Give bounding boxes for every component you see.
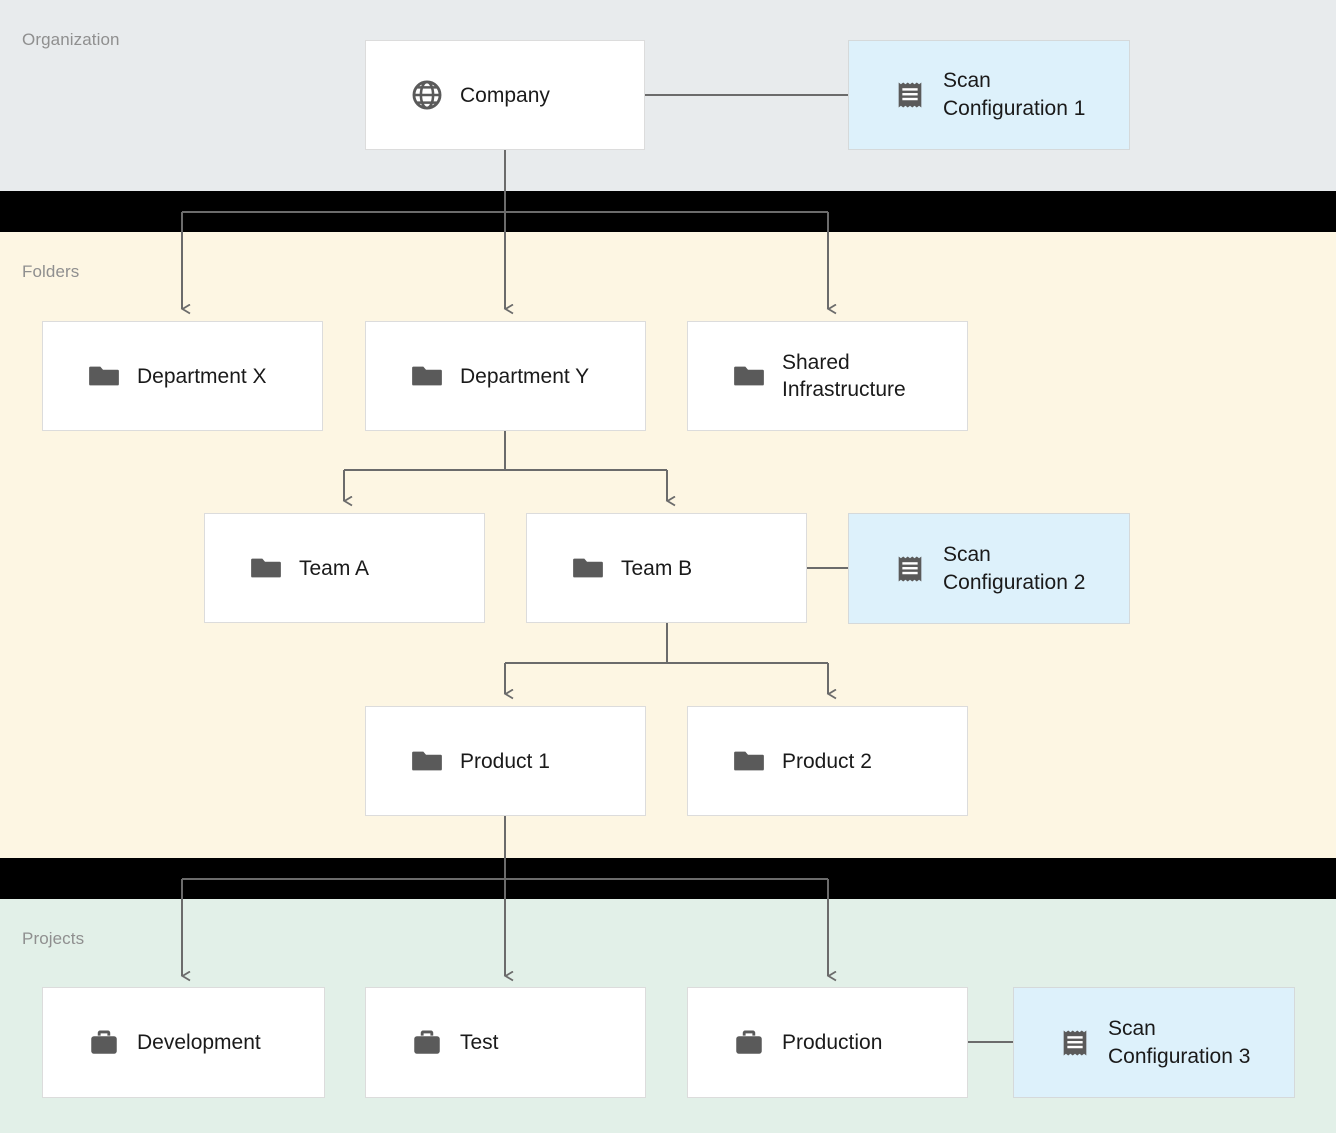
folder-icon <box>734 751 764 771</box>
divider-band-2 <box>0 858 1336 899</box>
node-team-b[interactable]: Team B <box>526 513 807 623</box>
node-department-y[interactable]: Department Y <box>365 321 646 431</box>
node-label: Scan Configuration 3 <box>1108 1016 1251 1068</box>
briefcase-icon <box>736 1030 762 1054</box>
organization-band <box>0 0 1336 191</box>
node-scan-configuration-3[interactable]: Scan Configuration 3 <box>1013 987 1295 1098</box>
node-product-2[interactable]: Product 2 <box>687 706 968 816</box>
divider-band-1 <box>0 191 1336 232</box>
receipt-icon <box>898 556 922 581</box>
node-production[interactable]: Production <box>687 987 968 1098</box>
band-label-projects: Projects <box>22 929 85 948</box>
node-label: Department X <box>137 364 267 388</box>
node-scan-configuration-2[interactable]: Scan Configuration 2 <box>848 513 1130 624</box>
briefcase-icon <box>91 1030 117 1054</box>
node-label: Test <box>460 1031 499 1054</box>
folder-icon <box>734 366 764 386</box>
node-label: Production <box>782 1031 883 1054</box>
globe-icon <box>412 80 442 110</box>
receipt-icon <box>1063 1030 1087 1055</box>
node-label: Company <box>460 83 550 107</box>
node-label: Shared Infrastructure <box>782 351 906 401</box>
node-label: Product 2 <box>782 749 872 773</box>
node-label: Development <box>137 1031 261 1054</box>
band-label-folders: Folders <box>22 262 80 281</box>
node-company[interactable]: Company <box>365 40 645 150</box>
receipt-icon <box>898 82 922 108</box>
node-shared-infrastructure[interactable]: Shared Infrastructure <box>687 321 968 431</box>
node-label: Department Y <box>460 364 590 388</box>
folder-icon <box>573 558 603 578</box>
node-department-x[interactable]: Department X <box>42 321 323 431</box>
node-label: Scan Configuration 2 <box>943 542 1086 594</box>
footer-strip <box>0 1133 1336 1140</box>
node-team-a[interactable]: Team A <box>204 513 485 623</box>
node-scan-configuration-1[interactable]: Scan Configuration 1 <box>848 40 1130 150</box>
band-label-organization: Organization <box>22 30 120 49</box>
folder-icon <box>251 558 281 578</box>
node-label: Team A <box>299 556 370 580</box>
folder-icon <box>89 366 119 386</box>
folder-icon <box>412 751 442 771</box>
node-label: Product 1 <box>460 749 550 773</box>
node-development[interactable]: Development <box>42 987 325 1098</box>
node-label: Team B <box>621 556 693 580</box>
node-test[interactable]: Test <box>365 987 646 1098</box>
briefcase-icon <box>414 1030 440 1054</box>
folder-icon <box>412 366 442 386</box>
node-product-1[interactable]: Product 1 <box>365 706 646 816</box>
node-label: Scan Configuration 1 <box>943 69 1086 120</box>
